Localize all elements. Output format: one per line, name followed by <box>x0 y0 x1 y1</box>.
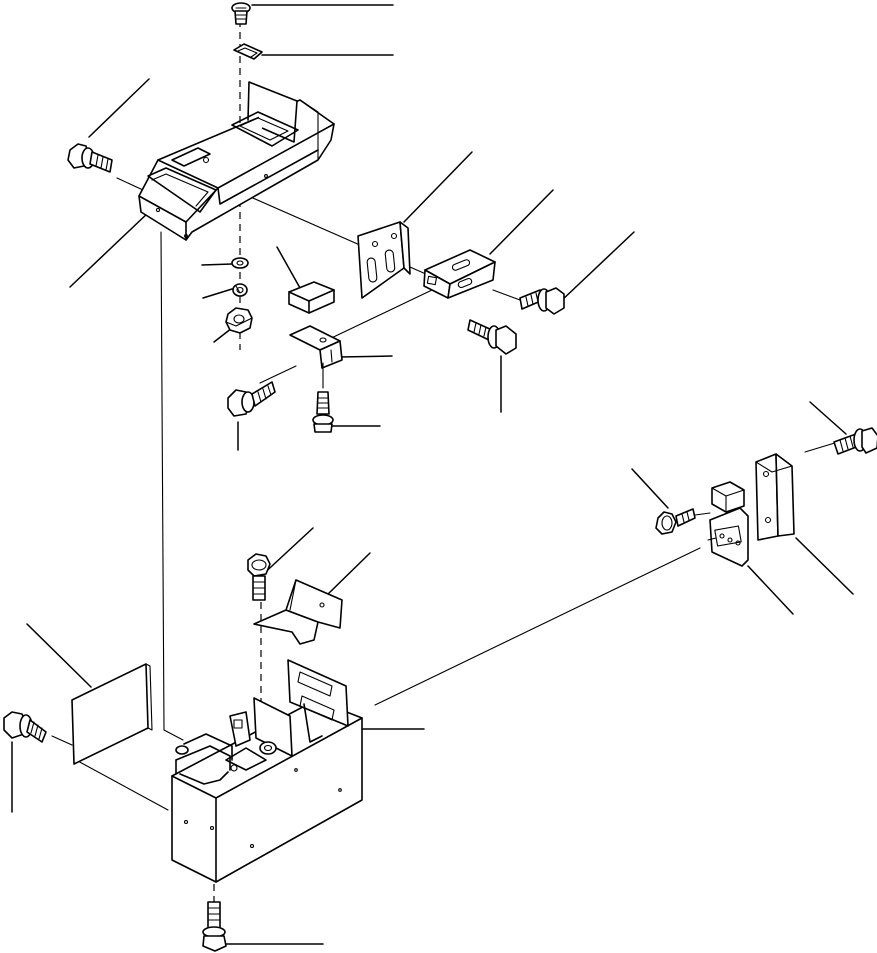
spring-washer <box>232 283 248 297</box>
upper-cover <box>138 81 335 241</box>
assembly-lines <box>51 20 839 905</box>
switch-bracket <box>423 249 496 299</box>
mid-screw <box>312 362 334 433</box>
leader-lines <box>11 4 854 945</box>
switch-assembly <box>707 481 749 567</box>
nut <box>225 307 253 334</box>
small-bracket <box>289 325 343 369</box>
cushion-block <box>288 281 335 314</box>
top-screw <box>231 2 251 25</box>
l-bracket <box>253 579 343 645</box>
mid-bolt <box>227 381 276 417</box>
bottom-bolt <box>202 901 227 952</box>
far-right-bolt <box>833 427 877 455</box>
lower-box <box>171 659 363 883</box>
slotted-plate <box>357 221 411 299</box>
right-bolt-upper <box>519 287 565 315</box>
cover-plate <box>755 453 795 541</box>
small-bolt <box>655 508 696 535</box>
left-bolt <box>3 711 47 743</box>
washer <box>231 257 249 269</box>
top-clip <box>233 43 263 60</box>
left-flange-bolt <box>67 143 113 173</box>
right-bolt-lower <box>467 319 517 355</box>
left-panel <box>71 663 153 765</box>
lower-bolt <box>247 553 271 601</box>
